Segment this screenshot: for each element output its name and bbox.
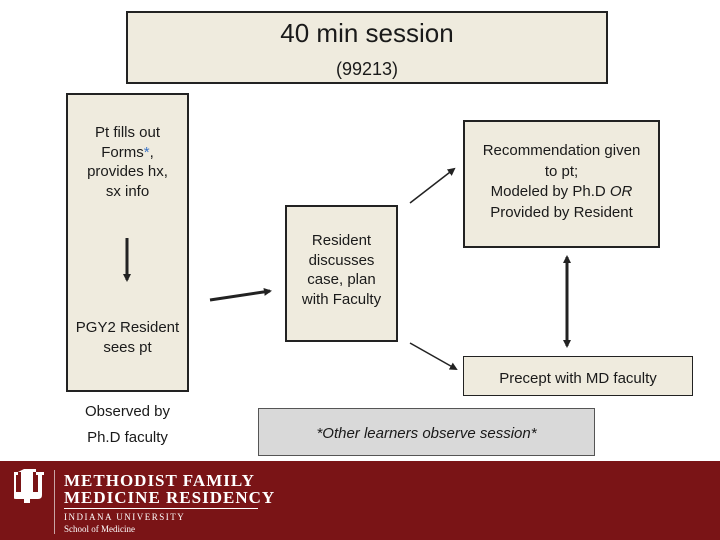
footer-title-line2: MEDICINE RESIDENCY [64,488,276,507]
mid-line1: Resident [311,232,372,249]
rec-line4: Provided by Resident [490,203,633,221]
pgy2-line2: sees pt [103,338,152,356]
footer-divider [54,470,55,534]
rec-line2: to pt; [544,162,579,180]
resident-discusses-box [285,205,398,342]
pt-fills-line3: provides hx, [87,163,168,180]
recommendation-text: Recommendation given to pt; Modeled by P… [463,141,660,223]
precept-box [463,356,693,396]
mid-line2: discusses [308,251,375,269]
rec-line3: Modeled by Ph.D [490,183,610,201]
session-title: 40 min session [280,18,454,48]
footer-school: School of Medicine [64,524,135,534]
session-title-box: 40 min session (99213) [126,11,608,84]
rec-line1: Recommendation given [482,142,641,159]
precept-text: Precept with MD faculty [499,370,657,387]
mid-line3: case, plan [307,271,376,288]
observed-line1: Observed by [84,403,171,420]
forms-word: Forms [101,143,144,161]
mid-line4: with Faculty [301,290,382,308]
pt-fills-forms-text: Pt fills out Forms*, provides hx, sx inf… [66,123,189,201]
discuss-to-precept-arrow [409,342,458,370]
other-learners-box [258,408,595,456]
resident-discusses-text: Resident discusses case, plan with Facul… [285,231,398,309]
recommendation-box [463,120,660,248]
pgy2-line1: PGY2 Resident [75,319,180,336]
forms-comma: , [149,143,154,161]
forms-asterisk: * [143,143,150,161]
session-code: (99213) [335,59,399,79]
observed-line2: Ph.D faculty [87,429,168,446]
footer-title-line1: METHODIST FAMILY [64,471,255,490]
other-learners-text: *Other learners observe session* [316,425,537,442]
pt-fills-line1: Pt fills out [94,124,161,141]
footer-rule [64,508,258,509]
footer-banner [0,461,720,540]
discuss-to-recommendation-arrow [409,167,456,204]
iu-trident-logo [14,469,44,503]
pgy2-resident-text: PGY2 Resident sees pt [66,318,189,357]
rec-or: OR [609,183,633,201]
pt-fills-line4: sx info [105,182,150,200]
patient-flow-box [66,93,189,392]
observed-by-text: Observed by Ph.D faculty [66,399,189,451]
footer-university: INDIANA UNIVERSITY [64,512,186,522]
resident-to-discuss-arrow [209,287,272,302]
